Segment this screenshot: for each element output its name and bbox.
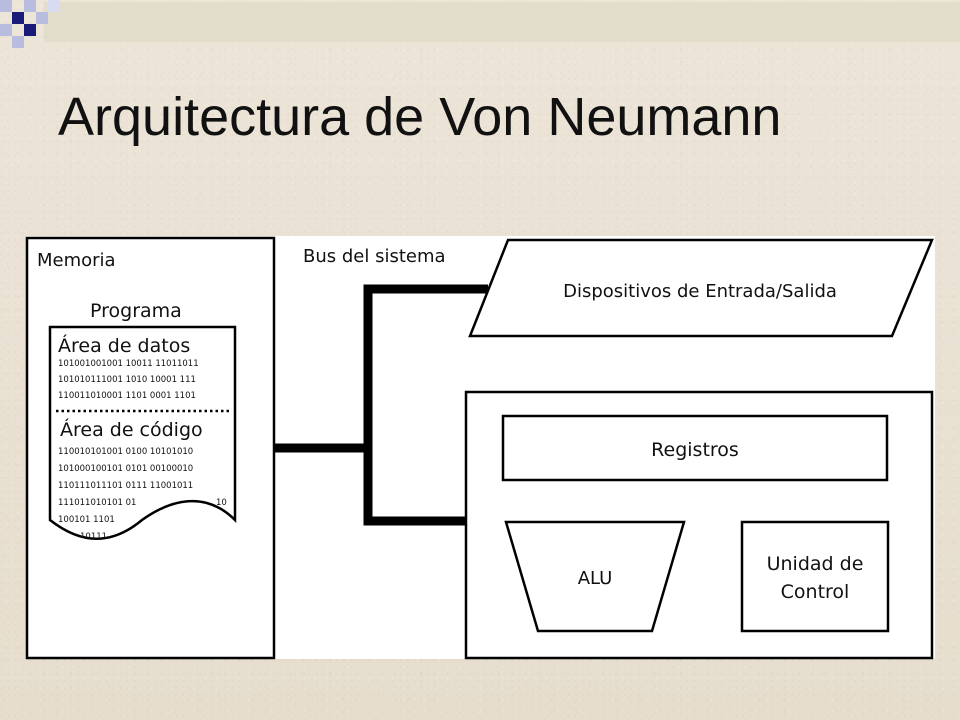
code-area-label: Área de código xyxy=(60,418,203,441)
deco-square xyxy=(12,12,24,24)
deco-square xyxy=(0,0,12,12)
code-bits-tail: 10 xyxy=(216,498,227,508)
control-unit-block xyxy=(740,520,890,633)
deco-square xyxy=(48,0,60,12)
slide-decoration xyxy=(0,0,960,48)
system-bus xyxy=(274,284,488,526)
code-bits-line: 110111011101 0111 11001011 xyxy=(58,481,193,491)
title-bar-band xyxy=(44,2,960,42)
deco-square xyxy=(36,12,48,24)
registers-label: Registros xyxy=(651,439,739,461)
io-label: Dispositivos de Entrada/Salida xyxy=(563,281,837,302)
program-sheet xyxy=(48,325,237,540)
data-bits-line: 110011010001 1101 0001 1101 xyxy=(58,391,196,401)
alu-label: ALU xyxy=(578,568,613,589)
code-bits-line: 110010101001 0100 10101010 xyxy=(58,447,193,457)
data-area-label: Área de datos xyxy=(58,334,190,357)
memory-label: Memoria xyxy=(37,250,116,271)
data-bits-line: 101010111001 1010 10001 111 xyxy=(58,375,196,385)
bus-trunk xyxy=(363,284,488,526)
program-label: Programa xyxy=(90,300,182,322)
control-unit-label-line1: Unidad de xyxy=(767,553,864,575)
registers-block xyxy=(501,414,889,482)
deco-square xyxy=(24,24,36,36)
deco-square xyxy=(12,36,24,48)
deco-square xyxy=(24,0,36,12)
code-bits-line: 100101 1101 xyxy=(58,515,115,525)
bus-label: Bus del sistema xyxy=(303,246,446,267)
slide-title: Arquitectura de Von Neumann xyxy=(58,87,782,147)
code-bits-line: 111011010101 01 xyxy=(58,498,136,508)
data-bits-line: 101001001001 10011 11011011 xyxy=(58,359,199,369)
code-bits-line: 101000100101 0101 00100010 xyxy=(58,464,193,474)
control-unit-label-line2: Control xyxy=(781,581,850,603)
deco-square xyxy=(0,24,12,36)
code-bits-line: 10111 xyxy=(80,532,107,542)
alu-block xyxy=(504,520,686,633)
io-devices-block xyxy=(468,238,934,338)
